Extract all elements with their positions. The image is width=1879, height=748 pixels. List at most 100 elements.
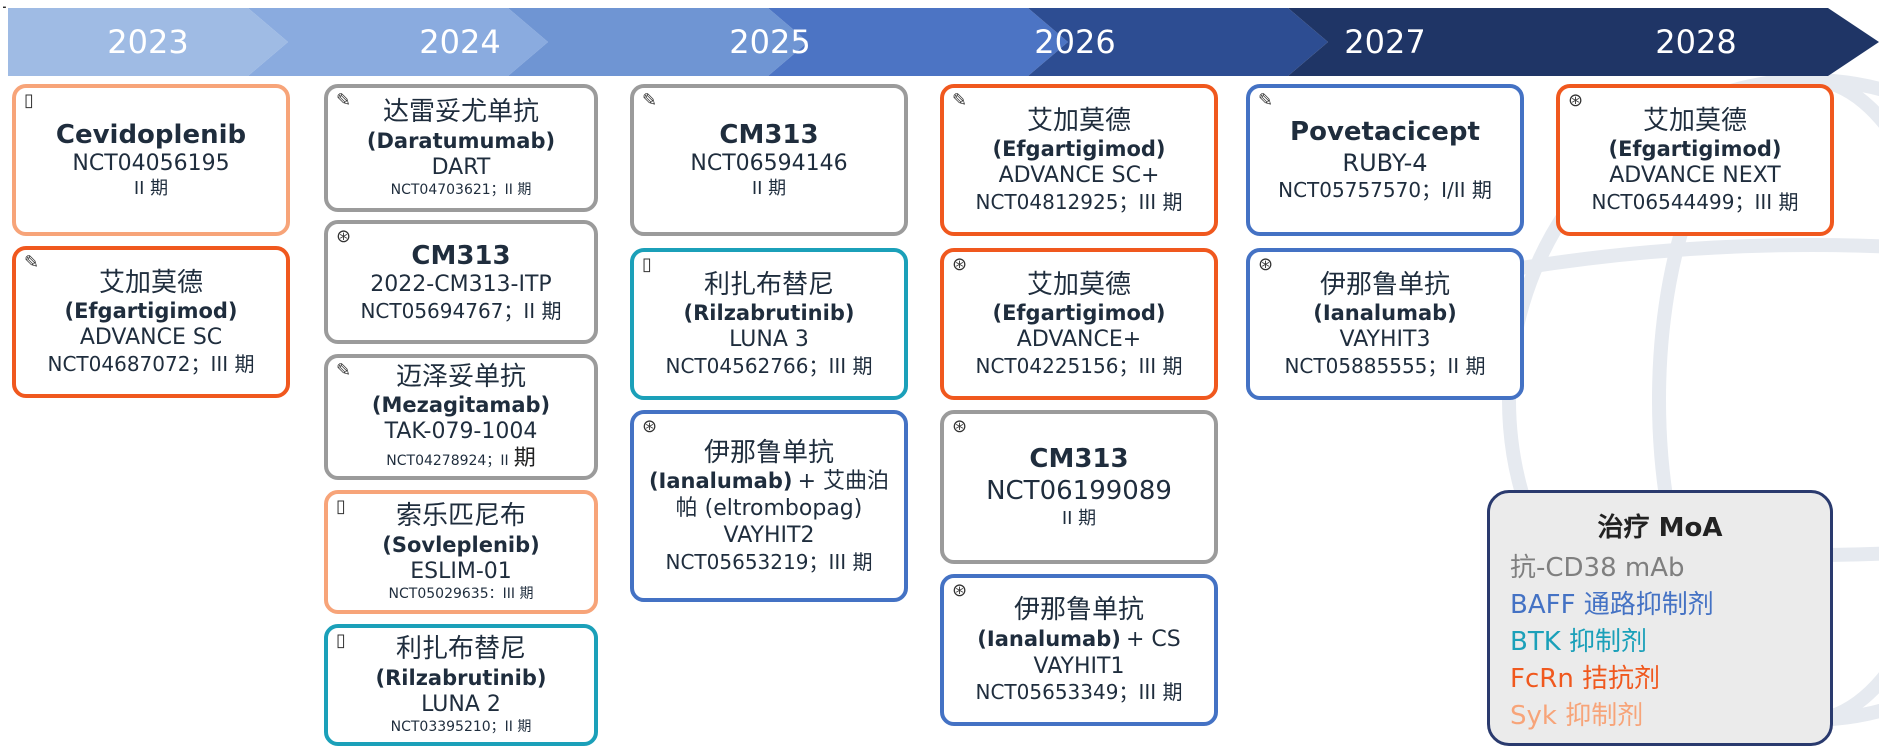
trial-name: TAK-079-1004 bbox=[384, 418, 538, 444]
trial-card-povetacicept: ✎ Povetacicept RUBY-4 NCT05757570；I/II 期 bbox=[1246, 84, 1524, 236]
drug-name: Povetacicept bbox=[1290, 117, 1480, 148]
pill-bottle-icon: ▯ bbox=[336, 496, 346, 517]
trial-card-sovleplenib: ▯ 索乐匹尼布 (Sovleplenib) ESLIM-01 NCT050296… bbox=[324, 490, 598, 614]
trial-card-efgartigimod-advance-plus: ⊛ 艾加莫德 (Efgartigimod) ADVANCE+ NCT042251… bbox=[940, 248, 1218, 400]
nct-number: NCT04703621；II 期 bbox=[390, 181, 532, 198]
trial-card-efgartigimod-advance-next: ⊛ 艾加莫德 (Efgartigimod) ADVANCE NEXT NCT06… bbox=[1556, 84, 1834, 236]
trial-name: ADVANCE NEXT bbox=[1609, 163, 1781, 189]
infusion-icon: ⊛ bbox=[336, 226, 352, 247]
legend-item-anti-cd38: 抗-CD38 mAb bbox=[1510, 553, 1685, 583]
trial-card-cevidoplenib: ▯ Cevidoplenib NCT04056195 II 期 bbox=[12, 84, 290, 236]
drug-name: 利扎布替尼 bbox=[703, 269, 834, 300]
trial-card-cm313-2026: ⊛ CM313 NCT06199089 II 期 bbox=[940, 410, 1218, 564]
drug-english-name: (Efgartigimod) bbox=[992, 301, 1166, 326]
nct-number: NCT05885555；II 期 bbox=[1284, 353, 1486, 378]
trial-name: ADVANCE+ bbox=[1016, 327, 1142, 353]
trial-name: RUBY-4 bbox=[1342, 149, 1428, 178]
drug-english-name: (Sovleplenib) bbox=[382, 533, 540, 558]
year-label-2028: 2028 bbox=[1655, 23, 1737, 61]
trial-name: 2022-CM313-ITP bbox=[370, 272, 552, 298]
syringe-icon: ✎ bbox=[336, 360, 352, 381]
legend-title: 治疗 MoA bbox=[1597, 513, 1723, 543]
infusion-icon: ⊛ bbox=[1568, 90, 1584, 111]
drug-name: 索乐匹尼布 bbox=[395, 501, 526, 532]
pill-bottle-icon: ▯ bbox=[336, 630, 346, 651]
nct-number: NCT06544499；III 期 bbox=[1591, 189, 1799, 214]
phase-label: 期 bbox=[513, 445, 536, 471]
trial-card-ianalumab-vayhit3: ⊛ 伊那鲁单抗 (Ianalumab) VAYHIT3 NCT05885555；… bbox=[1246, 248, 1524, 400]
trial-card-ianalumab-vayhit1: ⊛ 伊那鲁单抗 (Ianalumab) + CS VAYHIT1 NCT0565… bbox=[940, 574, 1218, 726]
cropped-heading-fragment: · bbox=[0, 0, 9, 8]
syringe-icon: ✎ bbox=[24, 252, 40, 273]
nct-number: NCT03395210；II 期 bbox=[390, 718, 532, 735]
drug-english-name: (Mezagitamab) bbox=[371, 393, 551, 418]
trial-name: DART bbox=[431, 154, 491, 180]
nct-number: NCT04562766；III 期 bbox=[665, 353, 873, 378]
trial-name: VAYHIT3 bbox=[1339, 327, 1431, 353]
drug-name: Cevidoplenib bbox=[55, 119, 247, 150]
trial-card-cm313-itp: ⊛ CM313 2022-CM313-ITP NCT05694767；II 期 bbox=[324, 220, 598, 344]
legend-item-fcrn: FcRn 拮抗剂 bbox=[1510, 664, 1661, 694]
nct-number: NCT05029635：III 期 bbox=[388, 585, 534, 602]
trial-card-cm313-2025: ✎ CM313 NCT06594146 II 期 bbox=[630, 84, 908, 236]
nct-number: NCT04056195 bbox=[72, 151, 230, 177]
trial-name: ADVANCE SC bbox=[79, 325, 223, 351]
drug-name: CM313 bbox=[719, 119, 819, 150]
combination-drug: + CS bbox=[1125, 626, 1181, 652]
year-label-2027: 2027 bbox=[1344, 23, 1426, 61]
infusion-icon: ⊛ bbox=[642, 416, 658, 437]
nct-number: NCT06594146 bbox=[690, 151, 848, 177]
syringe-icon: ✎ bbox=[336, 90, 352, 111]
year-label-2025: 2025 bbox=[729, 23, 811, 61]
trial-name: VAYHIT2 bbox=[723, 523, 815, 549]
drug-name: 利扎布替尼 bbox=[395, 634, 526, 665]
drug-name: 伊那鲁单抗 bbox=[1013, 595, 1144, 626]
trial-name: LUNA 3 bbox=[729, 327, 809, 353]
trial-card-rilzabrutinib-luna2: ▯ 利扎布替尼 (Rilzabrutinib) LUNA 2 NCT033952… bbox=[324, 624, 598, 746]
phase-label: II 期 bbox=[751, 178, 787, 200]
nct-number: NCT04278924；II bbox=[386, 452, 509, 469]
trial-card-daratumumab: ✎ 达雷妥尤单抗 (Daratumumab) DART NCT04703621；… bbox=[324, 84, 598, 212]
pill-bottle-icon: ▯ bbox=[24, 90, 34, 111]
trial-name: ESLIM-01 bbox=[410, 558, 512, 584]
combination-drug: + 艾曲泊 bbox=[797, 469, 890, 495]
legend-item-syk: Syk 抑制剂 bbox=[1510, 701, 1644, 731]
drug-english-name: (Daratumumab) bbox=[366, 129, 556, 154]
drug-english-name: (Ianalumab) bbox=[977, 626, 1121, 651]
year-label-2023: 2023 bbox=[107, 23, 189, 61]
year-label-2026: 2026 bbox=[1034, 23, 1116, 61]
drug-name: 艾加莫德 bbox=[1026, 105, 1131, 136]
drug-english-name: (Rilzabrutinib) bbox=[375, 666, 547, 691]
drug-name: CM313 bbox=[411, 240, 511, 271]
drug-name: 艾加莫德 bbox=[1642, 105, 1747, 136]
trial-name: ADVANCE SC+ bbox=[998, 163, 1160, 189]
nct-number: NCT05757570；I/II 期 bbox=[1278, 178, 1492, 203]
phase-label: II 期 bbox=[1061, 507, 1097, 529]
trial-name: VAYHIT1 bbox=[1033, 653, 1125, 679]
nct-number: NCT05694767；II 期 bbox=[360, 299, 562, 324]
drug-name: 艾加莫德 bbox=[98, 267, 203, 298]
drug-english-name: (Ianalumab) bbox=[1313, 301, 1457, 326]
drug-english-name: (Ianalumab) bbox=[648, 469, 793, 494]
drug-english-name: (Rilzabrutinib) bbox=[683, 301, 855, 326]
infusion-icon: ⊛ bbox=[952, 416, 968, 437]
trial-card-mezagitamab: ✎ 迈泽妥单抗 (Mezagitamab) TAK-079-1004 NCT04… bbox=[324, 354, 598, 480]
trial-name: LUNA 2 bbox=[421, 691, 501, 717]
legend-item-baff: BAFF 通路抑制剂 bbox=[1510, 590, 1714, 620]
drug-english-name: (Efgartigimod) bbox=[992, 137, 1166, 162]
syringe-icon: ✎ bbox=[1258, 90, 1274, 111]
trial-card-ianalumab-vayhit2: ⊛ 伊那鲁单抗 (Ianalumab) + 艾曲泊 帕 (eltrombopag… bbox=[630, 410, 908, 602]
pill-bottle-icon: ▯ bbox=[642, 254, 652, 275]
drug-name: 伊那鲁单抗 bbox=[1319, 269, 1450, 300]
trial-card-efgartigimod-advance-sc: ✎ 艾加莫德 (Efgartigimod) ADVANCE SC NCT0468… bbox=[12, 246, 290, 398]
infusion-icon: ⊛ bbox=[952, 254, 968, 275]
drug-name: 达雷妥尤单抗 bbox=[382, 97, 539, 128]
combination-drug-english: 帕 (eltrombopag) bbox=[675, 496, 863, 522]
legend-item-btk: BTK 抑制剂 bbox=[1510, 627, 1648, 657]
nct-number: NCT05653219；III 期 bbox=[665, 549, 873, 574]
nct-number: NCT05653349；III 期 bbox=[975, 680, 1183, 705]
infusion-icon: ⊛ bbox=[1258, 254, 1274, 275]
moa-legend: 治疗 MoA 抗-CD38 mAb BAFF 通路抑制剂 BTK 抑制剂 FcR… bbox=[1487, 490, 1833, 746]
trial-card-rilzabrutinib-luna3: ▯ 利扎布替尼 (Rilzabrutinib) LUNA 3 NCT045627… bbox=[630, 248, 908, 400]
drug-name: 迈泽妥单抗 bbox=[395, 361, 526, 392]
